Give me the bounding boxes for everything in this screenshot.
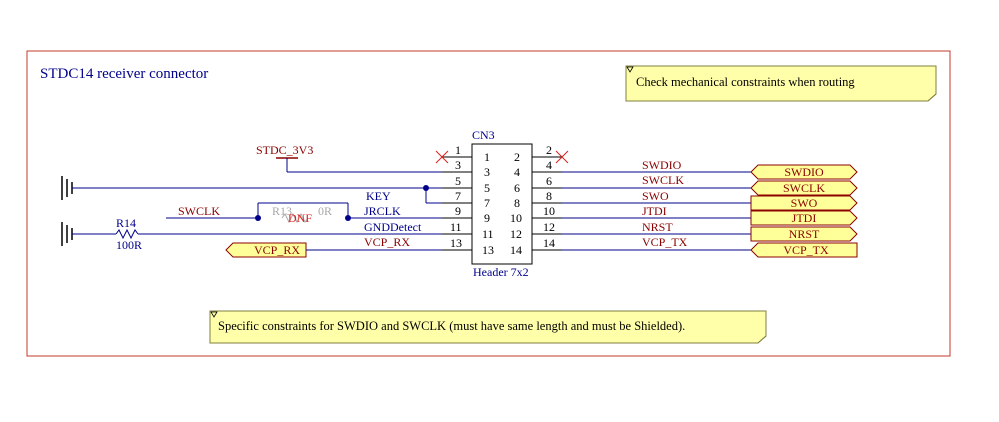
pin-number: 12 [543,220,555,234]
pin-number: 1 [484,150,490,164]
r13-value: 0R [318,204,332,218]
pin-number: 13 [482,243,494,257]
net-label-swclk: SWCLK [642,173,684,187]
net-label-key: KEY [366,189,391,203]
net-label-swdio: SWDIO [642,158,682,172]
pin-number: 10 [510,211,522,225]
connector-part-name: Header 7x2 [473,265,529,279]
pin-number: 5 [455,174,461,188]
pin-number: 9 [455,204,461,218]
pin-number: 7 [484,196,490,210]
ground-icon [61,176,73,200]
pin-number: 4 [546,158,552,172]
port-label: JTDI [792,211,817,225]
port-nrst: NRST [750,226,858,242]
note-shielding-text: Specific constraints for SWDIO and SWCLK… [218,319,685,333]
port-vcp-rx-label: VCP_RX [254,243,300,257]
pin-number: 11 [450,220,462,234]
port-label: SWO [791,196,818,210]
r13-designator: R13 [272,204,292,218]
port-swclk: SWCLK [750,180,858,196]
pin-number: 8 [546,189,552,203]
pin-number: 5 [484,181,490,195]
pin-number: 2 [546,143,552,157]
note-shielding: Specific constraints for SWDIO and SWCLK… [209,310,767,344]
port-label: SWCLK [783,181,825,195]
pin-number: 8 [514,196,520,210]
pin-number: 12 [510,227,522,241]
sheet-title: STDC14 receiver connector [40,66,208,82]
sheet-frame [26,50,951,357]
port-vcp-tx: VCP_TX [750,242,858,258]
power-stdc-3v3: STDC_3V3 [256,143,442,173]
no-connect-pin2 [555,150,569,164]
connector-body [471,143,533,265]
note-warning-icon [210,311,218,318]
pin-number: 10 [543,204,555,218]
net-label-vcp-rx: VCP_RX [364,235,410,249]
net-label-vcp-tx: VCP_TX [642,235,688,249]
port-jtdi: JTDI [750,210,858,226]
port-vcp-rx: VCP_RX [225,242,307,258]
note-routing-text: Check mechanical constraints when routin… [636,75,855,89]
port-swdio: SWDIO [750,164,858,180]
resistor-r14: R14 100R [115,216,142,252]
net-label-jrclk: JRCLK [364,204,401,218]
r14-value: 100R [116,238,142,252]
pin-number: 3 [455,158,461,172]
power-label: STDC_3V3 [256,143,313,157]
port-label: NRST [789,227,820,241]
port-swo: SWO [750,195,858,211]
pin-number: 1 [455,143,461,157]
net-label-jtdi: JTDI [642,204,667,218]
pin-number: 6 [546,174,552,188]
left-pin-stubs [442,156,472,251]
pin-number: 4 [514,165,520,179]
connector-cn3: CN3 Header 7x2 1 3 5 7 9 11 13 2 4 6 8 1… [442,128,562,279]
net-label-swclk-left: SWCLK [178,204,220,218]
pin-number: 9 [484,211,490,225]
port-label: VCP_TX [783,243,829,257]
net-label-swo: SWO [642,189,669,203]
r13-dnf-label: DNF [288,211,312,225]
port-label: SWDIO [784,165,824,179]
pin-number: 3 [484,165,490,179]
pin-number: 2 [514,150,520,164]
pin-number: 6 [514,181,520,195]
ground-icon [61,222,73,246]
resistor-r13-dnf: R13 0R DNF [257,202,349,225]
pin-number: 14 [543,236,555,250]
note-warning-icon [626,66,634,73]
note-routing: Check mechanical constraints when routin… [625,65,937,102]
pin-number: 13 [450,236,462,250]
pin-number: 7 [455,189,461,203]
right-wires [562,171,751,251]
pin-number: 14 [510,243,522,257]
no-connect-pin1 [435,150,449,164]
net-label-gnddetect: GNDDetect [364,220,422,234]
net-label-nrst: NRST [642,220,673,234]
right-pin-stubs [532,156,562,251]
connector-designator: CN3 [472,128,495,142]
pin-number: 11 [482,227,494,241]
r14-designator: R14 [116,216,136,230]
